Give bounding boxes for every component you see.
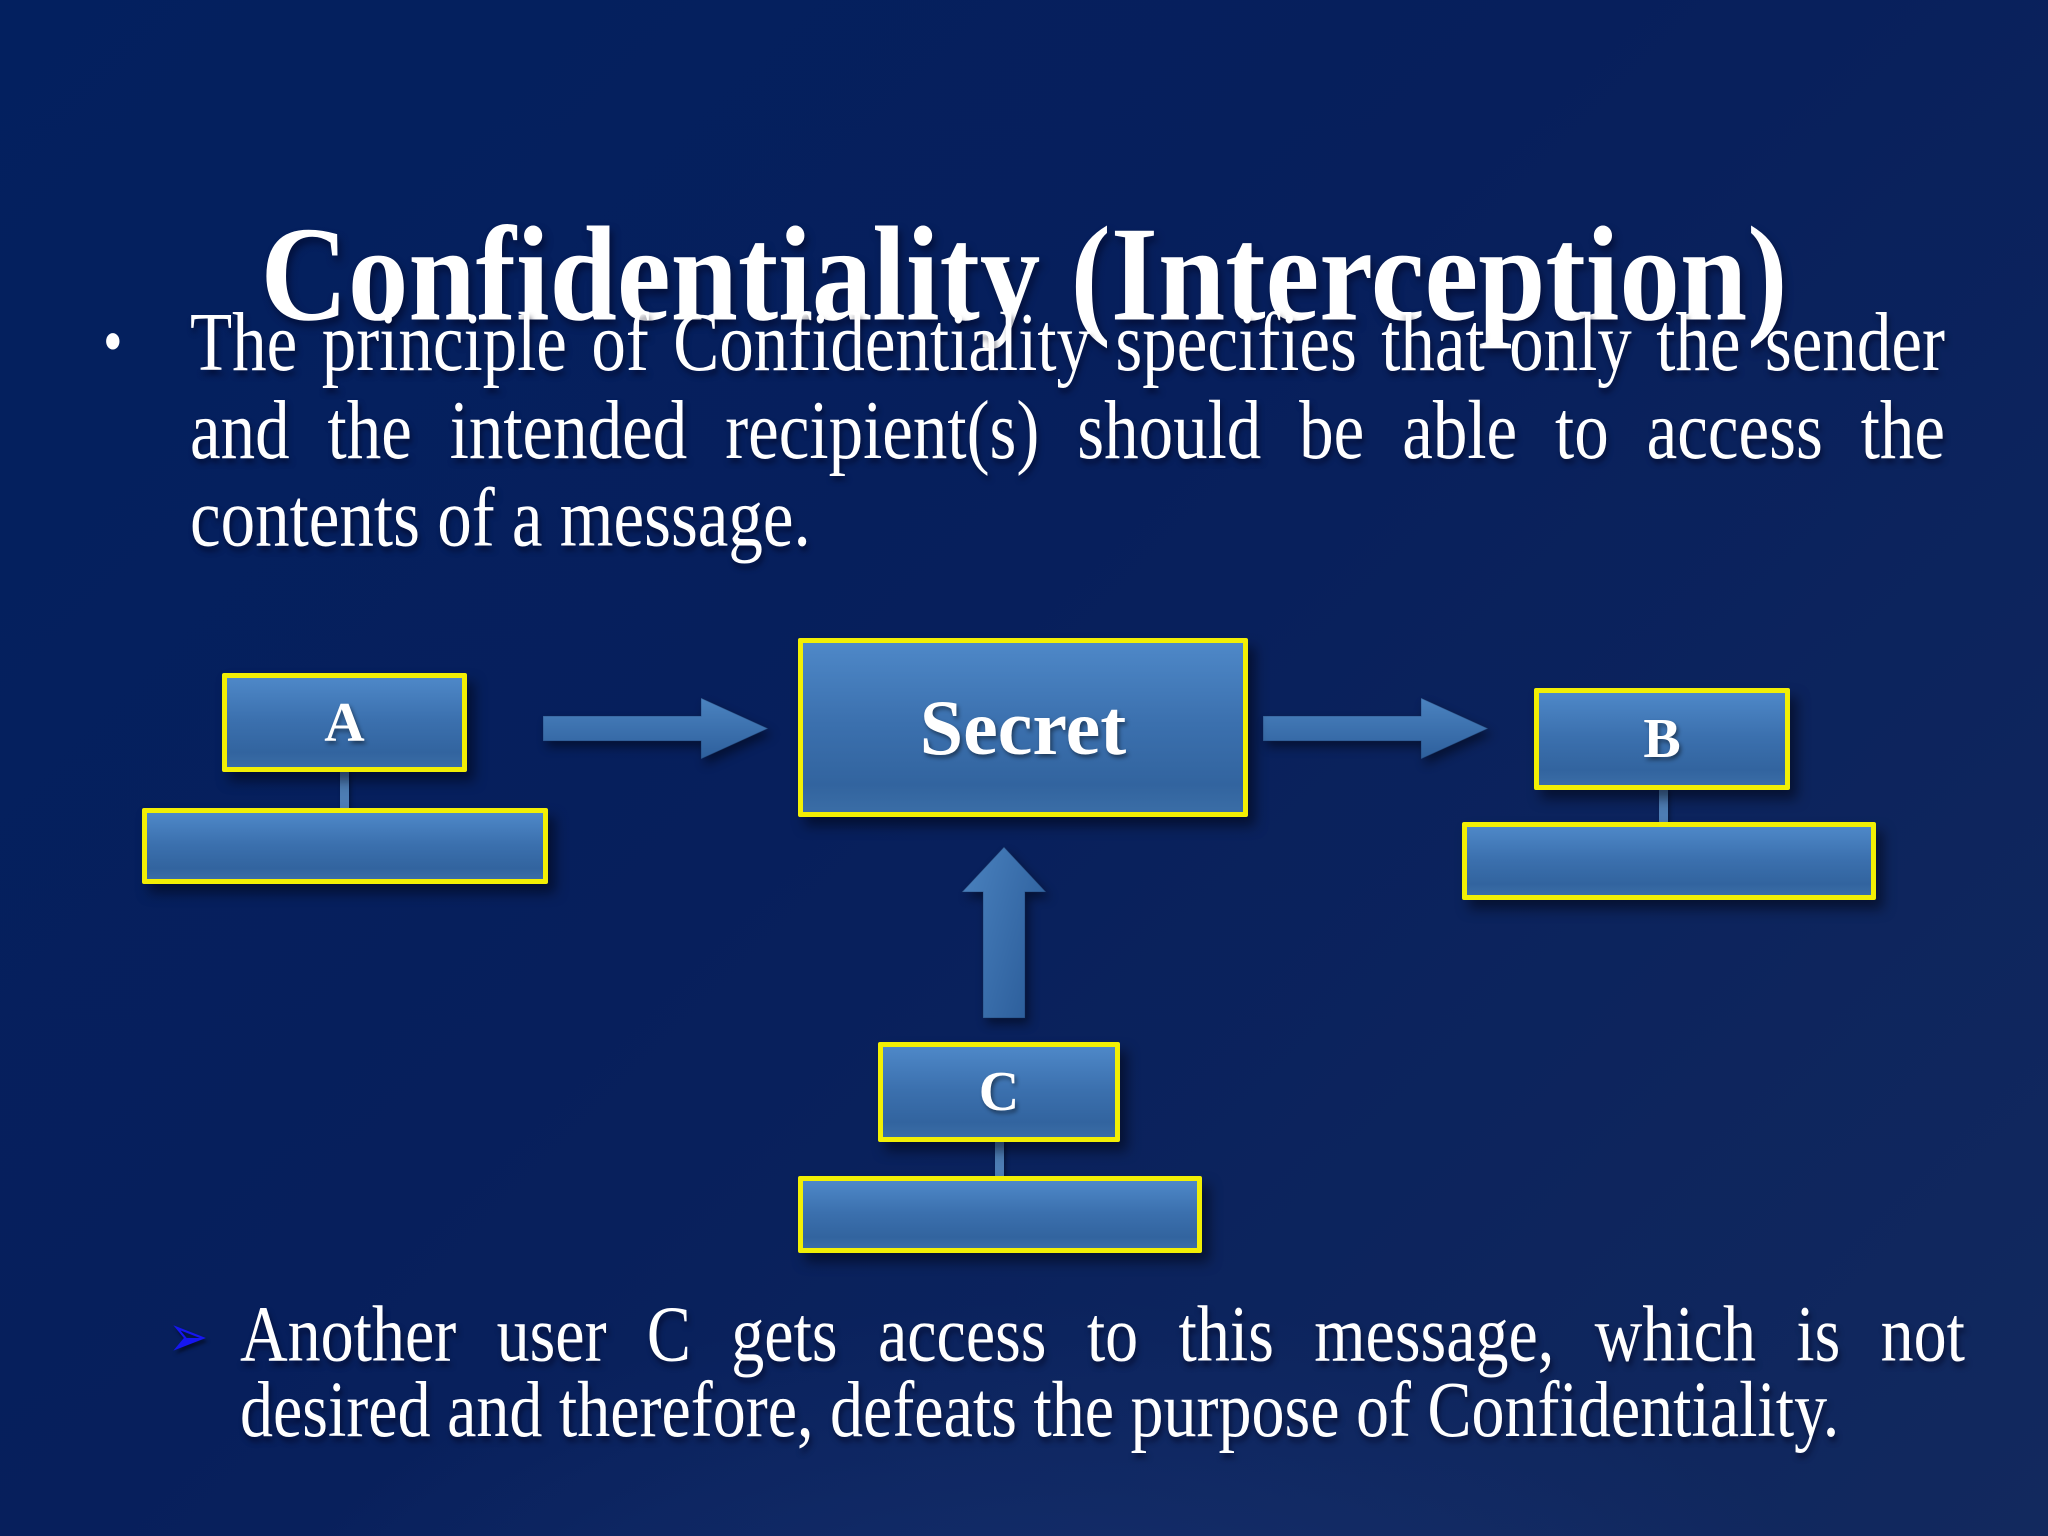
intro-bullet: • The principle of Confidentiality speci… (103, 298, 1973, 562)
intro-text-line: and the intended recipient(s) should be … (190, 383, 1945, 477)
secret-message-label: Secret (919, 683, 1127, 771)
secret-message-box: Secret (798, 638, 1248, 817)
intro-text-line: The principle of Confidentiality specifi… (190, 295, 1945, 389)
arrowhead-bullet-icon: ➢ (168, 1303, 209, 1371)
intro-text-line: contents of a message. (190, 471, 811, 564)
sender-node-box: A (222, 673, 467, 772)
node-b-connector (1659, 788, 1668, 828)
receiver-node-box: B (1534, 688, 1790, 790)
node-a-connector (340, 770, 349, 812)
interceptor-sub-box (798, 1176, 1202, 1253)
interceptor-node-label: C (978, 1061, 1020, 1123)
conclusion-bullet-text: Another user C gets access to this messa… (240, 1291, 1965, 1455)
receiver-node-label: B (1643, 708, 1681, 770)
intro-bullet-text: The principle of Confidentiality specifi… (190, 298, 1945, 562)
receiver-sub-box (1462, 822, 1876, 900)
sender-sub-box (142, 808, 548, 884)
arrow-up-icon (961, 846, 1047, 1019)
conclusion-bullet: ➢ Another user C gets access to this mes… (168, 1291, 1978, 1455)
bullet-dot-icon: • (103, 304, 123, 380)
conclusion-text-line: Another user C gets access to this messa… (240, 1291, 1965, 1379)
sender-node-label: A (324, 691, 365, 754)
slide-title: Confidentiality (Interception) (260, 199, 1788, 350)
conclusion-text-line: desired and therefore, defeats the purpo… (240, 1366, 1840, 1455)
arrow-right-icon (1263, 697, 1489, 760)
node-c-connector (995, 1140, 1004, 1180)
arrow-right-icon (543, 697, 769, 760)
interceptor-node-box: C (878, 1042, 1120, 1142)
